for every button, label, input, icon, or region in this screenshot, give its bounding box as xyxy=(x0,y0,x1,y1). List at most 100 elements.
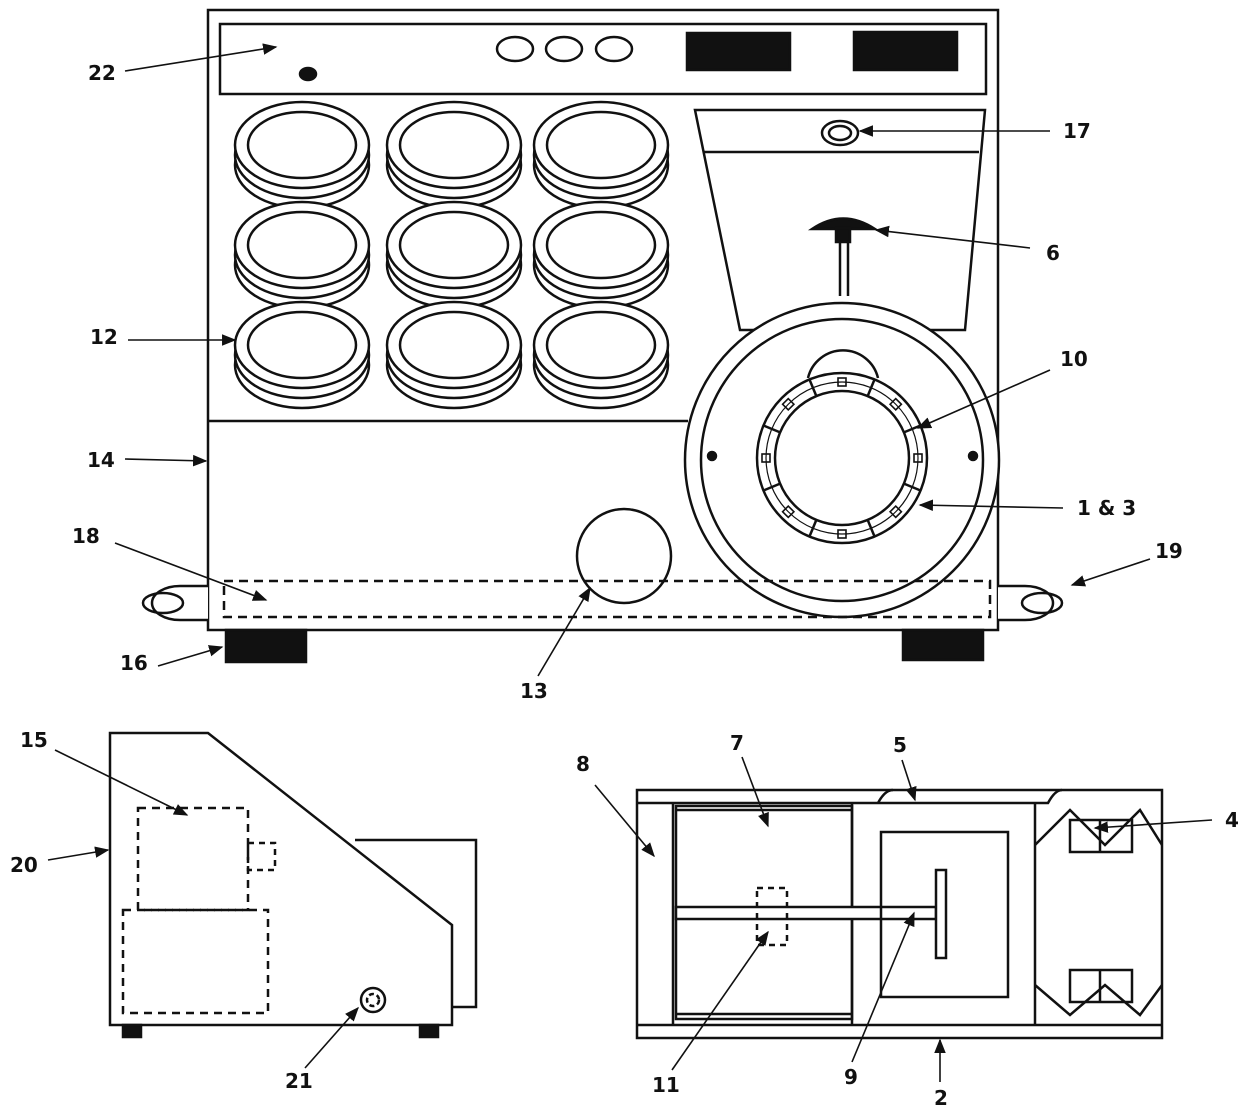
coin-stack xyxy=(233,200,371,310)
label-6: 6 xyxy=(1046,241,1060,265)
coin-stack xyxy=(233,300,371,410)
drum-bolt-left xyxy=(706,450,718,462)
coin-stack xyxy=(385,300,523,410)
label-16: 16 xyxy=(120,651,148,675)
side-housing xyxy=(108,731,454,1027)
label-7: 7 xyxy=(730,731,744,755)
label-2: 2 xyxy=(934,1086,948,1108)
leader-19 xyxy=(1070,558,1151,587)
cutter-ring-inner xyxy=(773,389,911,527)
label-21: 21 xyxy=(285,1069,313,1093)
gear-housing xyxy=(879,830,1010,999)
label-17: 17 xyxy=(1063,119,1091,143)
reference-numerals: 22 17 6 12 10 14 1 & 3 18 19 16 13 15 20… xyxy=(10,61,1239,1108)
leader-4 xyxy=(1093,819,1213,833)
coin-face xyxy=(246,110,358,180)
label-13: 13 xyxy=(520,679,548,703)
leader-5 xyxy=(901,759,917,802)
drum-inner xyxy=(699,317,985,603)
lifting-lug-left-hole xyxy=(141,591,185,615)
top-rail xyxy=(637,788,1063,805)
leader-8 xyxy=(594,784,655,858)
base-compartment xyxy=(222,579,992,619)
label-22: 22 xyxy=(88,61,116,85)
control-button-2 xyxy=(544,35,584,63)
control-button-1 xyxy=(495,35,535,63)
label-10: 10 xyxy=(1060,347,1088,371)
top-zigzag-lower xyxy=(1034,983,1164,1017)
label-12: 12 xyxy=(90,325,118,349)
leader-22 xyxy=(124,43,278,72)
drum-hub-top xyxy=(806,349,880,379)
coin-stack xyxy=(532,200,670,310)
coin-face xyxy=(398,310,510,380)
leader-1-3 xyxy=(918,499,1064,512)
foot-left xyxy=(224,628,308,664)
leader-16 xyxy=(157,645,224,667)
side-view xyxy=(108,731,478,1039)
plunger-neck xyxy=(834,226,852,244)
label-9: 9 xyxy=(844,1065,858,1089)
coin-face xyxy=(246,310,358,380)
leader-7 xyxy=(741,756,769,828)
coin-stack xyxy=(233,100,371,210)
shaft xyxy=(674,905,938,921)
label-4: 4 xyxy=(1225,808,1239,832)
coupling xyxy=(755,886,789,947)
housing-outline xyxy=(206,8,1000,632)
motor-shaft-box xyxy=(246,841,277,872)
dial xyxy=(575,507,673,605)
control-panel xyxy=(218,22,988,96)
hopper xyxy=(693,108,987,332)
leader-15 xyxy=(54,749,189,816)
power-socket-inner xyxy=(365,992,381,1008)
top-view xyxy=(635,788,1164,1040)
coin-stack xyxy=(385,100,523,210)
side-foot-right xyxy=(418,1023,440,1039)
label-1-3: 1 & 3 xyxy=(1077,496,1136,520)
leader-6 xyxy=(874,225,1031,249)
lower-compartment xyxy=(121,908,270,1015)
power-socket-outer xyxy=(359,986,387,1014)
top-outer-frame xyxy=(635,788,1164,1040)
leader-14 xyxy=(124,454,208,467)
lifting-lug-right-hole xyxy=(1020,591,1064,615)
leader-10 xyxy=(916,369,1051,429)
leader-13 xyxy=(537,586,591,677)
display-right xyxy=(852,30,959,72)
control-button-3 xyxy=(594,35,634,63)
coin-stack xyxy=(385,200,523,310)
label-15: 15 xyxy=(20,728,48,752)
label-14: 14 xyxy=(87,448,115,472)
display-left xyxy=(685,31,792,72)
lifting-lug-left xyxy=(150,584,208,622)
leader-20 xyxy=(47,846,110,861)
label-5: 5 xyxy=(893,733,907,757)
leader-11 xyxy=(671,930,769,1071)
coin-face xyxy=(398,210,510,280)
cutter-ring-outer xyxy=(755,371,929,545)
hopper-button-outer xyxy=(820,119,860,147)
foot-right xyxy=(901,628,985,662)
coin-face xyxy=(545,310,657,380)
label-20: 20 xyxy=(10,853,38,877)
coin-face xyxy=(545,110,657,180)
leader-21 xyxy=(304,1006,359,1069)
leader-lines xyxy=(47,43,1213,1082)
coin-face xyxy=(545,210,657,280)
leader-18 xyxy=(114,542,268,601)
leader-9 xyxy=(851,911,915,1063)
side-rear-box xyxy=(355,838,478,1009)
label-18: 18 xyxy=(72,524,100,548)
coin-stack xyxy=(532,300,670,410)
coin-face xyxy=(246,210,358,280)
coin-face xyxy=(398,110,510,180)
front-view xyxy=(141,8,1064,664)
lifting-lug-right xyxy=(998,584,1055,622)
coin-stack xyxy=(532,100,670,210)
coin-stacks xyxy=(233,100,670,410)
indicator-dot xyxy=(298,66,318,82)
t-bar xyxy=(934,868,948,960)
hopper-button-inner xyxy=(827,124,853,142)
